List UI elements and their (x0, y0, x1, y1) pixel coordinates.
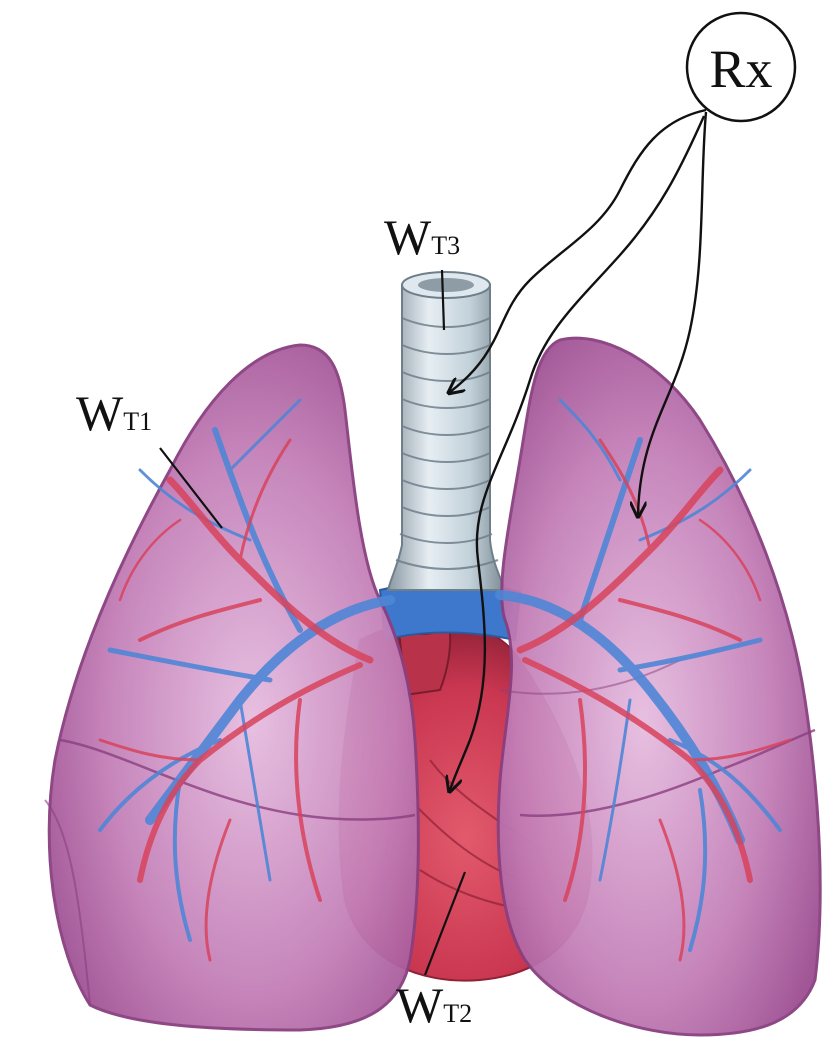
receiver-node: Rx (687, 13, 795, 121)
svg-text:WT2: WT2 (396, 977, 472, 1033)
trachea (388, 272, 505, 590)
left-lung (45, 345, 418, 1030)
wt1-main: W (76, 385, 124, 441)
wt3-main: W (384, 209, 432, 265)
svg-text:WT1: WT1 (76, 385, 152, 441)
wt1-sub: T1 (123, 407, 152, 436)
wt2-sub: T2 (443, 999, 472, 1028)
wt1-label: WT1 (76, 385, 152, 441)
wt3-sub: T3 (431, 231, 460, 260)
right-lung (498, 338, 820, 1035)
wt2-label: WT2 (396, 977, 472, 1033)
svg-text:WT3: WT3 (384, 209, 460, 265)
wt2-main: W (396, 977, 444, 1033)
receiver-label: Rx (709, 39, 772, 99)
wt3-label: WT3 (384, 209, 460, 265)
